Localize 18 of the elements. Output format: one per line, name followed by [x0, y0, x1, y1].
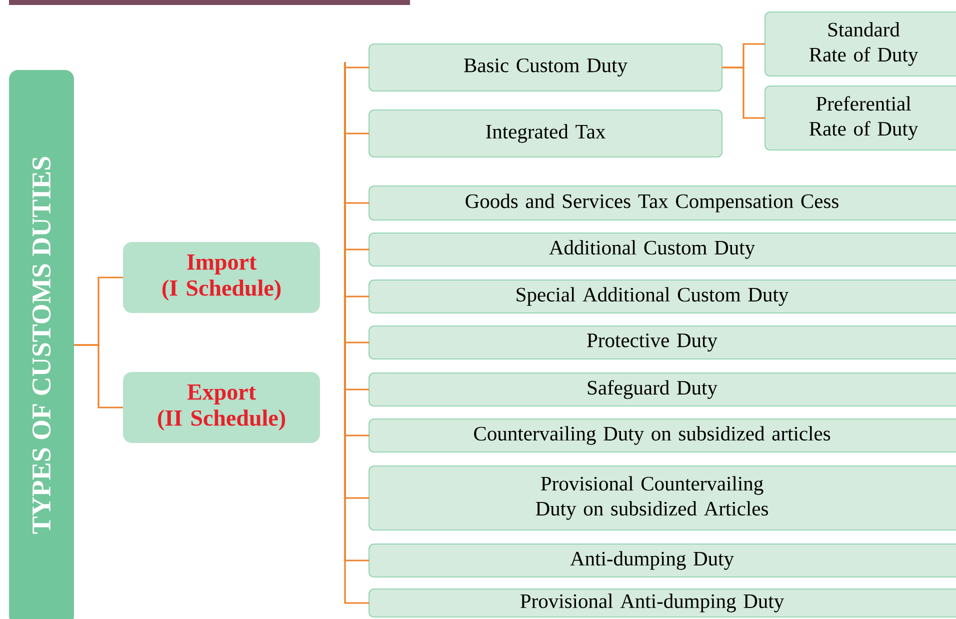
duty-box: Countervailing Duty on subsidized articles	[368, 418, 956, 452]
duty-box: Additional Custom Duty	[368, 232, 956, 266]
duty-box: Protective Duty	[368, 326, 956, 360]
duty-box: Goods and Services Tax Compensation Cess	[368, 186, 956, 220]
duty-box: Safeguard Duty	[368, 372, 956, 406]
duty-box: Preferential Rate of Duty	[764, 86, 956, 150]
duty-box: Standard Rate of Duty	[764, 12, 956, 76]
duty-box: Provisional Countervailing Duty on subsidized Articles	[368, 466, 956, 530]
duty-box: Anti-dumping Duty	[368, 544, 956, 578]
duty-box: Special Additional Custom Duty	[368, 280, 956, 314]
category-box: Export (II Schedule)	[123, 372, 320, 443]
duty-box: Integrated Tax	[368, 110, 722, 158]
category-box: Import (I Schedule)	[123, 242, 320, 313]
title-banner: TYPES OF CUSTOMS DUTIES	[9, 70, 74, 619]
connector-line	[74, 344, 123, 408]
duty-box: Basic Custom Duty	[368, 44, 722, 92]
duty-box: Provisional Anti-dumping Duty	[368, 588, 956, 618]
connector-line	[722, 66, 765, 119]
